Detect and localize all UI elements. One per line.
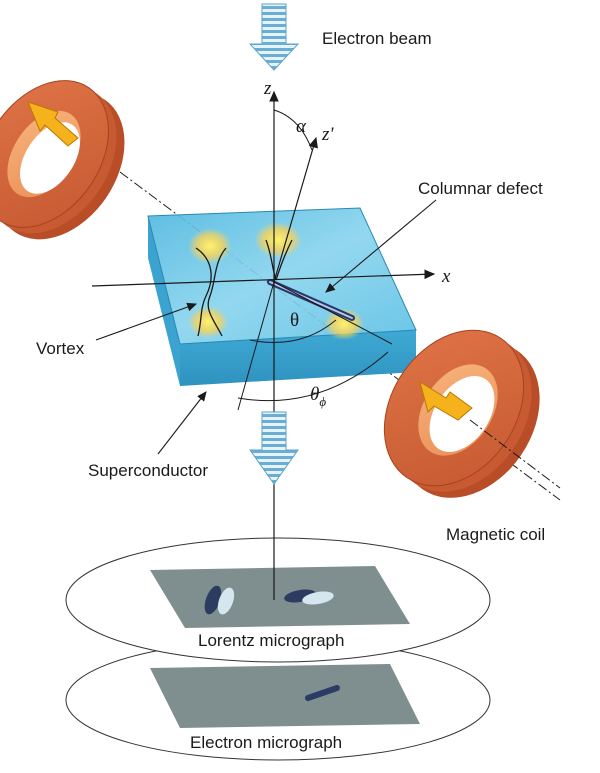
label-theta-phi-main: θ [310,384,319,405]
alpha-arc [273,109,313,151]
pointer-columnar-defect [325,199,437,293]
columnar-defect-image [305,685,340,701]
coil-field-arrow-lower [419,380,473,421]
pointer-superconductor [157,391,207,455]
label-theta: θ [290,310,299,331]
vortex-glow-3 [188,306,228,338]
label-columnar-defect: Columnar defect [418,179,543,198]
projection-line [273,281,393,345]
label-superconductor: Superconductor [88,461,208,480]
label-x-axis: x [441,266,451,287]
theta-phi-arc [237,351,389,402]
coil-field-arrow-upper [27,101,79,147]
label-magnetic-coil: Magnetic coil [446,525,545,544]
vortex-glow-2 [254,222,302,258]
vortex-line-left [195,247,227,337]
label-theta-phi-sub: ϕ [319,394,326,409]
vortex-image-left-dark [204,585,222,615]
label-lorentz-micrograph: Lorentz micrograph [198,631,344,650]
vortex-image-right-light [302,591,334,605]
label-theta-phi: θϕ [310,384,326,409]
vortex-image-left-light [217,587,235,615]
x-axis [91,269,436,287]
magnetic-coil-upper-left [0,80,125,240]
label-z-axis: z [263,78,272,99]
label-electron-beam: Electron beam [322,29,432,48]
electron-beam-arrow-bottom [249,411,299,485]
electron-micrograph-image [150,664,420,728]
label-electron-micrograph: Electron micrograph [190,733,342,752]
label-alpha: α [296,116,307,137]
electron-beam-arrow-top [248,3,300,71]
label-z-prime-axis: z' [321,124,334,145]
lorentz-micrograph-image [150,566,410,628]
z-prime-axis-lower [237,281,275,411]
theta-arc [249,319,337,343]
label-vortex: Vortex [36,339,85,358]
pointer-vortex [95,302,198,341]
z-prime-axis [273,136,318,283]
vortex-glow-1 [188,228,232,264]
